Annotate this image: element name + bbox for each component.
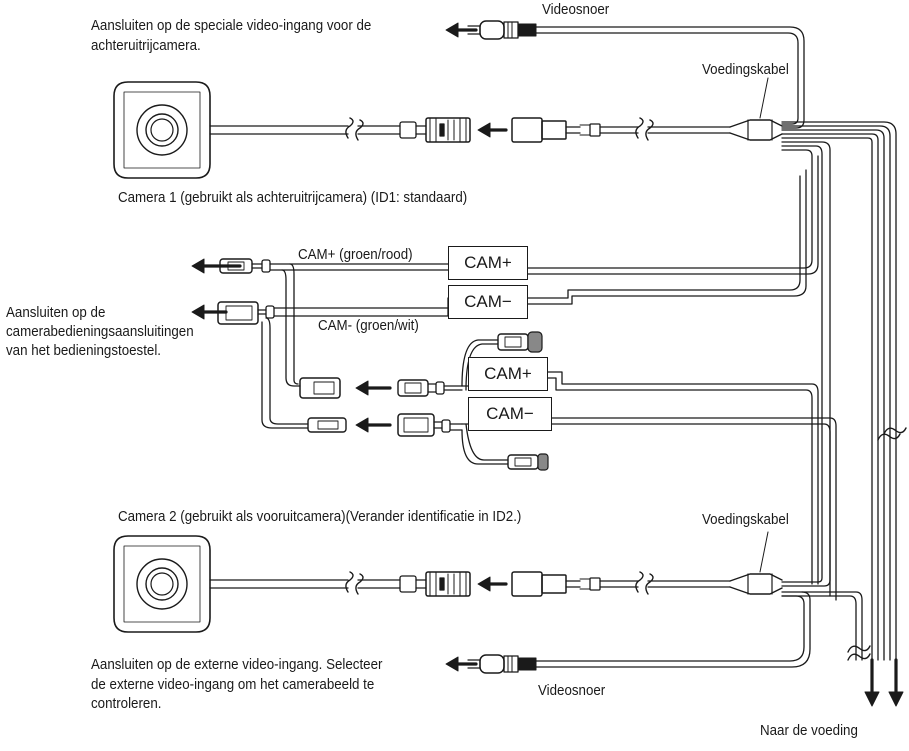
label-bottom-connect-line2: de externe video-ingang om het camerabee… bbox=[91, 677, 375, 693]
label-control-connect-line3: van het bedieningstoestel. bbox=[6, 343, 162, 359]
label-power-cable-top: Voedingskabel bbox=[702, 62, 789, 78]
camera-1-icon bbox=[113, 81, 211, 179]
cam-minus-box-2: CAM− bbox=[468, 397, 552, 431]
label-cam-minus-wire: CAM- (groen/wit) bbox=[318, 318, 419, 334]
label-camera-1: Camera 1 (gebruikt als achteruitrijcamer… bbox=[118, 190, 468, 206]
cam-plus-box-2: CAM+ bbox=[468, 357, 548, 391]
label-power-supply: Naar de voeding bbox=[760, 723, 858, 739]
label-video-cable-bottom: Videosnoer bbox=[538, 683, 606, 699]
label-top-connect-line2: achteruitrijcamera. bbox=[91, 38, 201, 54]
rca-plug-top bbox=[445, 20, 537, 40]
label-video-cable-top: Videosnoer bbox=[542, 2, 610, 18]
rca-plug-bottom bbox=[445, 654, 537, 674]
label-top-connect-line1: Aansluiten op de speciale video-ingang v… bbox=[91, 18, 372, 34]
label-camera-2: Camera 2 (gebruikt als vooruitcamera)(Ve… bbox=[118, 509, 522, 525]
cam-minus-box-1: CAM− bbox=[448, 285, 528, 319]
label-bottom-connect-line3: controleren. bbox=[91, 696, 162, 712]
label-cam-plus-wire: CAM+ (groen/rood) bbox=[298, 247, 413, 263]
label-power-cable-bottom: Voedingskabel bbox=[702, 512, 789, 528]
cam-plus-box-1: CAM+ bbox=[448, 246, 528, 280]
label-bottom-connect-line1: Aansluiten op de externe video-ingang. S… bbox=[91, 657, 383, 673]
power-supply-arrows bbox=[864, 658, 904, 707]
camera-2-icon bbox=[113, 535, 211, 633]
label-control-connect-line1: Aansluiten op de bbox=[6, 305, 106, 321]
label-control-connect-line2: camerabedieningsaansluitingen bbox=[6, 324, 194, 340]
